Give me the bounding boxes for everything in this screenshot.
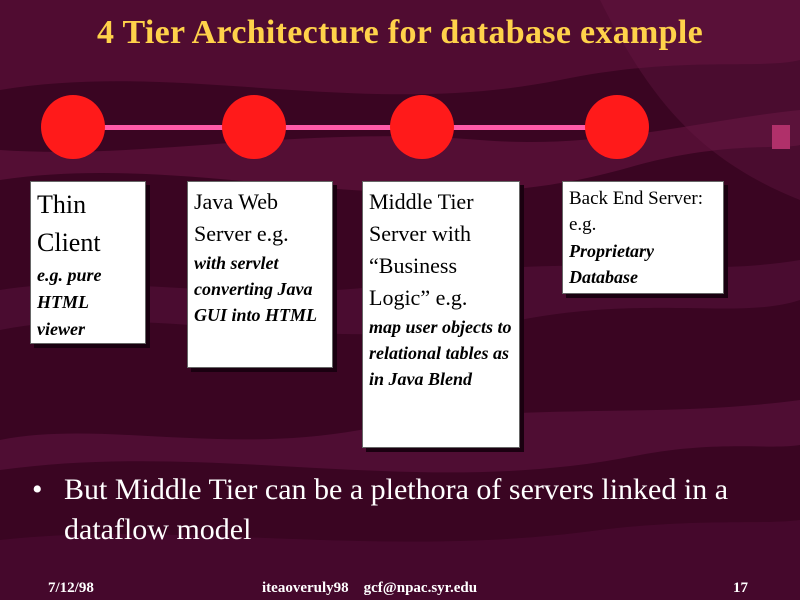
tier-node-3 — [390, 95, 454, 159]
footer-date: 7/12/98 — [48, 580, 94, 596]
tier-sub-label: e.g. pure HTML viewer — [37, 265, 102, 339]
connector-2-3 — [280, 125, 410, 130]
tier-main-label: Middle Tier Server with “Business Logic”… — [369, 189, 474, 310]
tier-main-label: Java Web Server e.g. — [194, 189, 289, 246]
tier-sub-label: with servlet converting Java GUI into HT… — [194, 253, 318, 325]
tier-node-1 — [41, 95, 105, 159]
footer-page-number: 17 — [733, 580, 748, 596]
slide-title: 4 Tier Architecture for database example — [97, 14, 703, 51]
bullet-text: But Middle Tier can be a plethora of ser… — [64, 473, 729, 546]
tier-main-label: Back End Server: e.g. — [569, 188, 704, 235]
bullet-marker: • — [32, 473, 43, 506]
tier-node-4 — [585, 95, 649, 159]
tier-sub-label: Proprietary Database — [569, 241, 654, 287]
footer-source: iteaoveruly98 gcf@npac.syr.edu — [262, 580, 478, 596]
tier-sub-label: map user objects to relational tables as… — [369, 317, 512, 389]
decorative-square — [772, 125, 790, 149]
tier-main-label: Thin Client — [37, 190, 101, 257]
connector-3-4 — [450, 125, 590, 130]
tier-node-2 — [222, 95, 286, 159]
tier-box-middle-tier: Middle Tier Server with “Business Logic”… — [362, 181, 520, 448]
tier-box-back-end: Back End Server: e.g. Proprietary Databa… — [562, 181, 724, 294]
bullet-point: • But Middle Tier can be a plethora of s… — [32, 470, 752, 550]
tier-box-java-web-server: Java Web Server e.g. with servlet conver… — [187, 181, 333, 368]
tier-box-thin-client: Thin Client e.g. pure HTML viewer — [30, 181, 146, 344]
connector-1-2 — [100, 125, 230, 130]
